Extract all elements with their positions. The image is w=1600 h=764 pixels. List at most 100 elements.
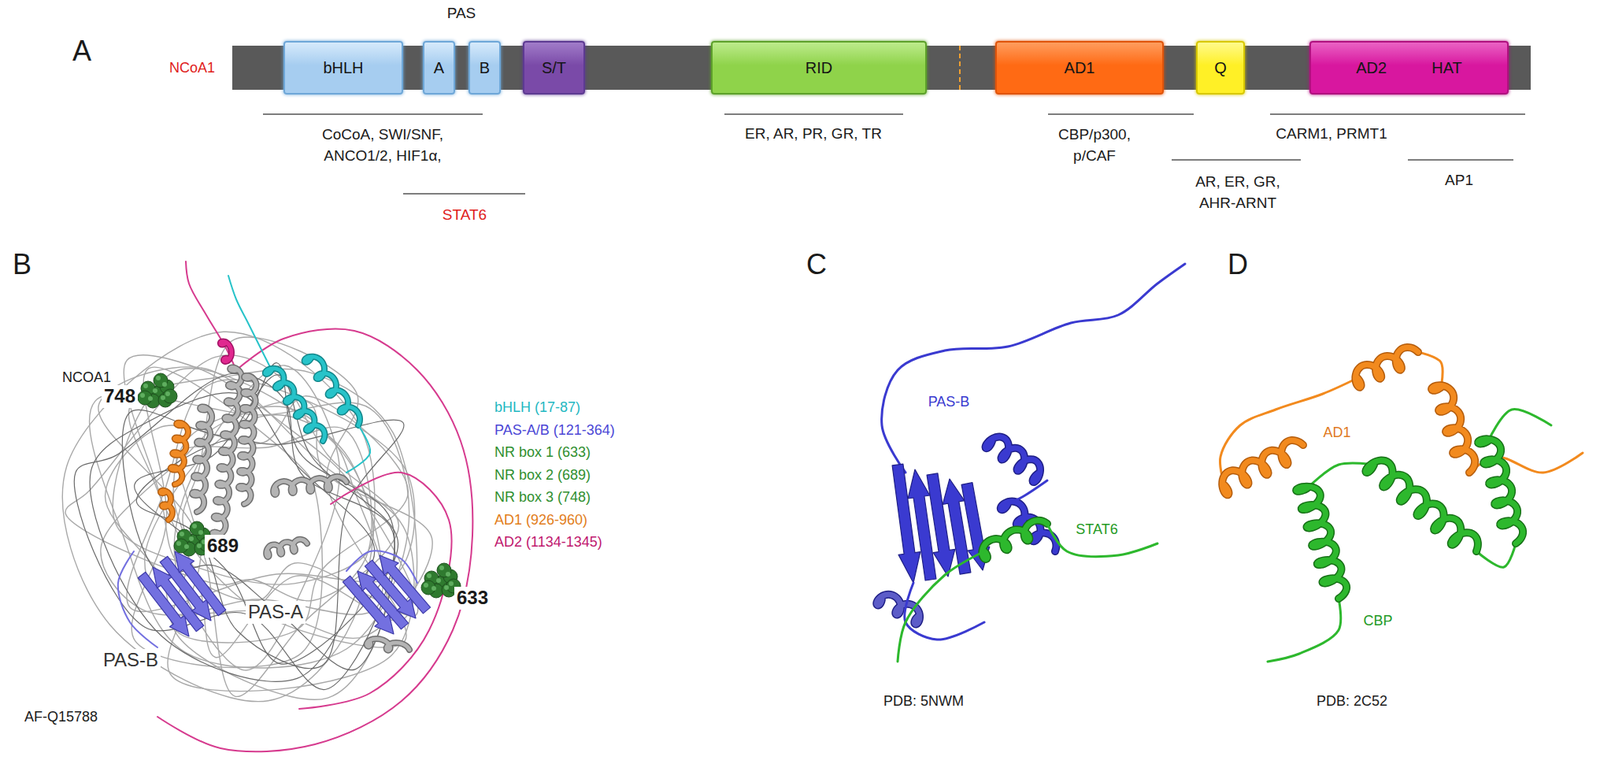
partner-label: AR, ER, GR, AHR-ARNT bbox=[1182, 171, 1293, 214]
atom-highlight bbox=[176, 540, 182, 546]
panel-letter: B bbox=[12, 247, 32, 282]
alphafold-model bbox=[62, 261, 473, 752]
pas-loop bbox=[1007, 480, 1048, 504]
helix-outline bbox=[220, 340, 232, 361]
structure-label: PAS-B bbox=[100, 648, 161, 672]
alpha-helix bbox=[1431, 385, 1475, 473]
atom-highlight bbox=[162, 381, 167, 387]
alpha-helix bbox=[1477, 438, 1523, 544]
n-terminal-tail bbox=[881, 263, 1186, 473]
disordered-loop bbox=[98, 366, 415, 692]
alpha-helix bbox=[160, 490, 173, 520]
alpha-helix bbox=[238, 375, 256, 504]
disordered-loop bbox=[136, 419, 404, 669]
atom-highlight bbox=[445, 571, 451, 577]
panel-letter: A bbox=[72, 33, 92, 68]
helix-outline bbox=[1222, 440, 1304, 495]
span-line bbox=[1407, 159, 1514, 161]
domain-name: AD2 bbox=[1355, 59, 1387, 78]
legend-text: bHLH (17-87) bbox=[492, 399, 583, 417]
disordered-loop bbox=[89, 392, 410, 668]
partner-label: CARM1, PRMT1 bbox=[1275, 125, 1387, 144]
domain-name: B bbox=[479, 59, 490, 78]
atom-sphere bbox=[174, 538, 189, 553]
disordered-loop bbox=[172, 406, 387, 700]
structure-label: STAT6 bbox=[1073, 521, 1120, 539]
helix-outline bbox=[1477, 438, 1523, 544]
pas-loop bbox=[118, 551, 158, 648]
domain-box: Q bbox=[1196, 40, 1245, 95]
alpha-helix bbox=[981, 520, 1048, 560]
atom-highlight bbox=[143, 383, 149, 389]
cbp-loop bbox=[1476, 543, 1516, 567]
domain-box: bHLH bbox=[283, 40, 404, 95]
atom-highlight bbox=[423, 582, 429, 588]
alpha-helix bbox=[304, 356, 360, 426]
partner-label: CoCoA, SWI/SNF, ANCO1/2, HIF1α, bbox=[307, 124, 458, 167]
ad1-cbp-structure bbox=[1219, 347, 1583, 662]
disordered-loop bbox=[128, 369, 417, 658]
partner-label: CBP/p300, p/CAF bbox=[1048, 124, 1141, 167]
span-line bbox=[724, 113, 904, 115]
disordered-loop bbox=[65, 355, 399, 601]
residue-number: 689 bbox=[204, 534, 241, 558]
helix-outline bbox=[981, 520, 1048, 560]
atom-highlight bbox=[165, 391, 171, 397]
stat6-peptide bbox=[897, 551, 985, 662]
atom-sphere bbox=[153, 373, 168, 388]
atom-highlight bbox=[184, 544, 189, 549]
span-line bbox=[1048, 113, 1194, 115]
helix-outline bbox=[1355, 347, 1419, 388]
domain-name: HAT bbox=[1431, 59, 1463, 78]
legend-text: PAS-A/B (121-364) bbox=[492, 422, 618, 440]
atom-highlight bbox=[192, 523, 197, 529]
structure-label: CBP bbox=[1360, 612, 1395, 630]
domain-name: AD1 bbox=[1064, 59, 1096, 78]
span-line bbox=[403, 192, 526, 195]
residue-number: 633 bbox=[454, 586, 491, 610]
atom-highlight bbox=[179, 531, 185, 537]
legend-text: AD1 (926-960) bbox=[492, 511, 590, 530]
atom-highlight bbox=[436, 577, 441, 583]
cbp-loop bbox=[1267, 598, 1341, 662]
legend-text: NR box 2 (689) bbox=[492, 466, 593, 485]
binding-partner-lines bbox=[262, 114, 1526, 194]
atom-highlight bbox=[188, 536, 194, 541]
domain-name: A bbox=[433, 59, 445, 78]
atom-highlight bbox=[444, 585, 449, 590]
alpha-helix bbox=[273, 476, 347, 495]
helix-outline bbox=[366, 638, 410, 651]
legend-text: NR box 1 (633) bbox=[492, 444, 593, 462]
pasb-stat6-structure bbox=[876, 263, 1186, 662]
domain-box: B bbox=[468, 40, 501, 95]
atom-highlight bbox=[198, 529, 204, 535]
residue-number: 748 bbox=[101, 385, 138, 408]
structure-label: AD1 bbox=[1320, 424, 1353, 442]
atom-sphere bbox=[137, 390, 152, 405]
beta-strand bbox=[174, 551, 226, 616]
legend-text: NR box 3 (748) bbox=[492, 488, 593, 507]
domain-box: AD1 bbox=[995, 40, 1164, 95]
pdb-id: PDB: 2C52 bbox=[1314, 692, 1390, 711]
helix-outline bbox=[266, 539, 308, 557]
structure-label: PAS-B bbox=[925, 393, 973, 412]
pas-loop bbox=[904, 582, 985, 640]
bhlh-loop bbox=[346, 425, 371, 473]
atom-sphere bbox=[421, 580, 436, 595]
disordered-loop bbox=[100, 400, 433, 638]
helix-outline bbox=[1365, 459, 1478, 552]
atom-highlight bbox=[448, 581, 454, 586]
helix-outline bbox=[985, 437, 1041, 482]
atom-highlight bbox=[155, 375, 161, 381]
atom-highlight bbox=[431, 585, 437, 591]
partner-label: AP1 bbox=[1444, 171, 1474, 190]
legend-text: AD2 (1134-1345) bbox=[492, 533, 605, 552]
model-label: NCOA1 bbox=[59, 369, 114, 387]
alpha-helix bbox=[192, 406, 212, 512]
alpha-helix bbox=[220, 340, 232, 361]
model-id: AF-Q15788 bbox=[22, 708, 100, 726]
helix-outline bbox=[1296, 486, 1347, 599]
atom-sphere bbox=[437, 562, 452, 578]
panel-letter: C bbox=[806, 247, 827, 282]
